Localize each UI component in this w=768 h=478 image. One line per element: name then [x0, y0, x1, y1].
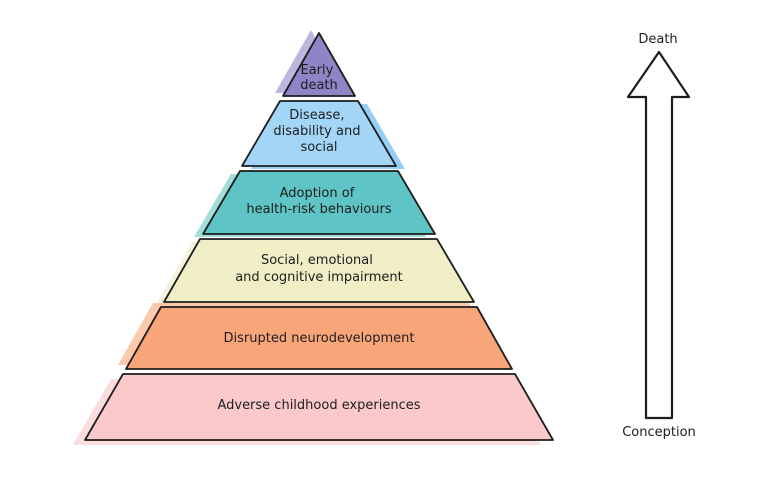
disease-disability-label: Disease, disability and social [273, 108, 364, 155]
pyramid-level-health-risk [202, 170, 436, 235]
pyramid-level-neurodevelopment [125, 306, 513, 370]
early-death-label: Early death [300, 63, 338, 93]
label-line: health-risk behaviours [246, 202, 392, 217]
pyramid-labels: Early death Disease, disability and soci… [217, 63, 420, 413]
pyramid-level-social-emotional [163, 238, 475, 303]
death-label: Death [638, 32, 677, 47]
pyramid-levels [84, 32, 554, 441]
up-arrow-icon [626, 50, 691, 420]
pyramid-level-early-death [282, 32, 356, 97]
pyramid-level-disease-disability [241, 100, 397, 167]
health-risk-label: Adoption of health-risk behaviours [246, 186, 392, 217]
label-line: death [300, 78, 338, 93]
label-line: disability and [273, 124, 360, 139]
social-emotional-label: Social, emotional and cognitive impairme… [235, 253, 403, 285]
neurodevelopment-label: Disrupted neurodevelopment [224, 331, 415, 346]
label-line: Early [301, 63, 334, 78]
pyramid-level-adverse-experiences [84, 373, 554, 441]
label-line: Disrupted neurodevelopment [224, 331, 415, 346]
label-line: Adverse childhood experiences [217, 398, 420, 413]
label-line: and cognitive impairment [235, 270, 403, 285]
label-line: Disease, [289, 108, 344, 123]
label-line: social [300, 140, 337, 155]
adverse-experiences-label: Adverse childhood experiences [217, 398, 420, 413]
label-line: Adoption of [280, 186, 355, 201]
timeline-arrow-group: Death Conception [622, 32, 696, 440]
label-line: Social, emotional [261, 253, 373, 268]
conception-label: Conception [622, 425, 696, 440]
